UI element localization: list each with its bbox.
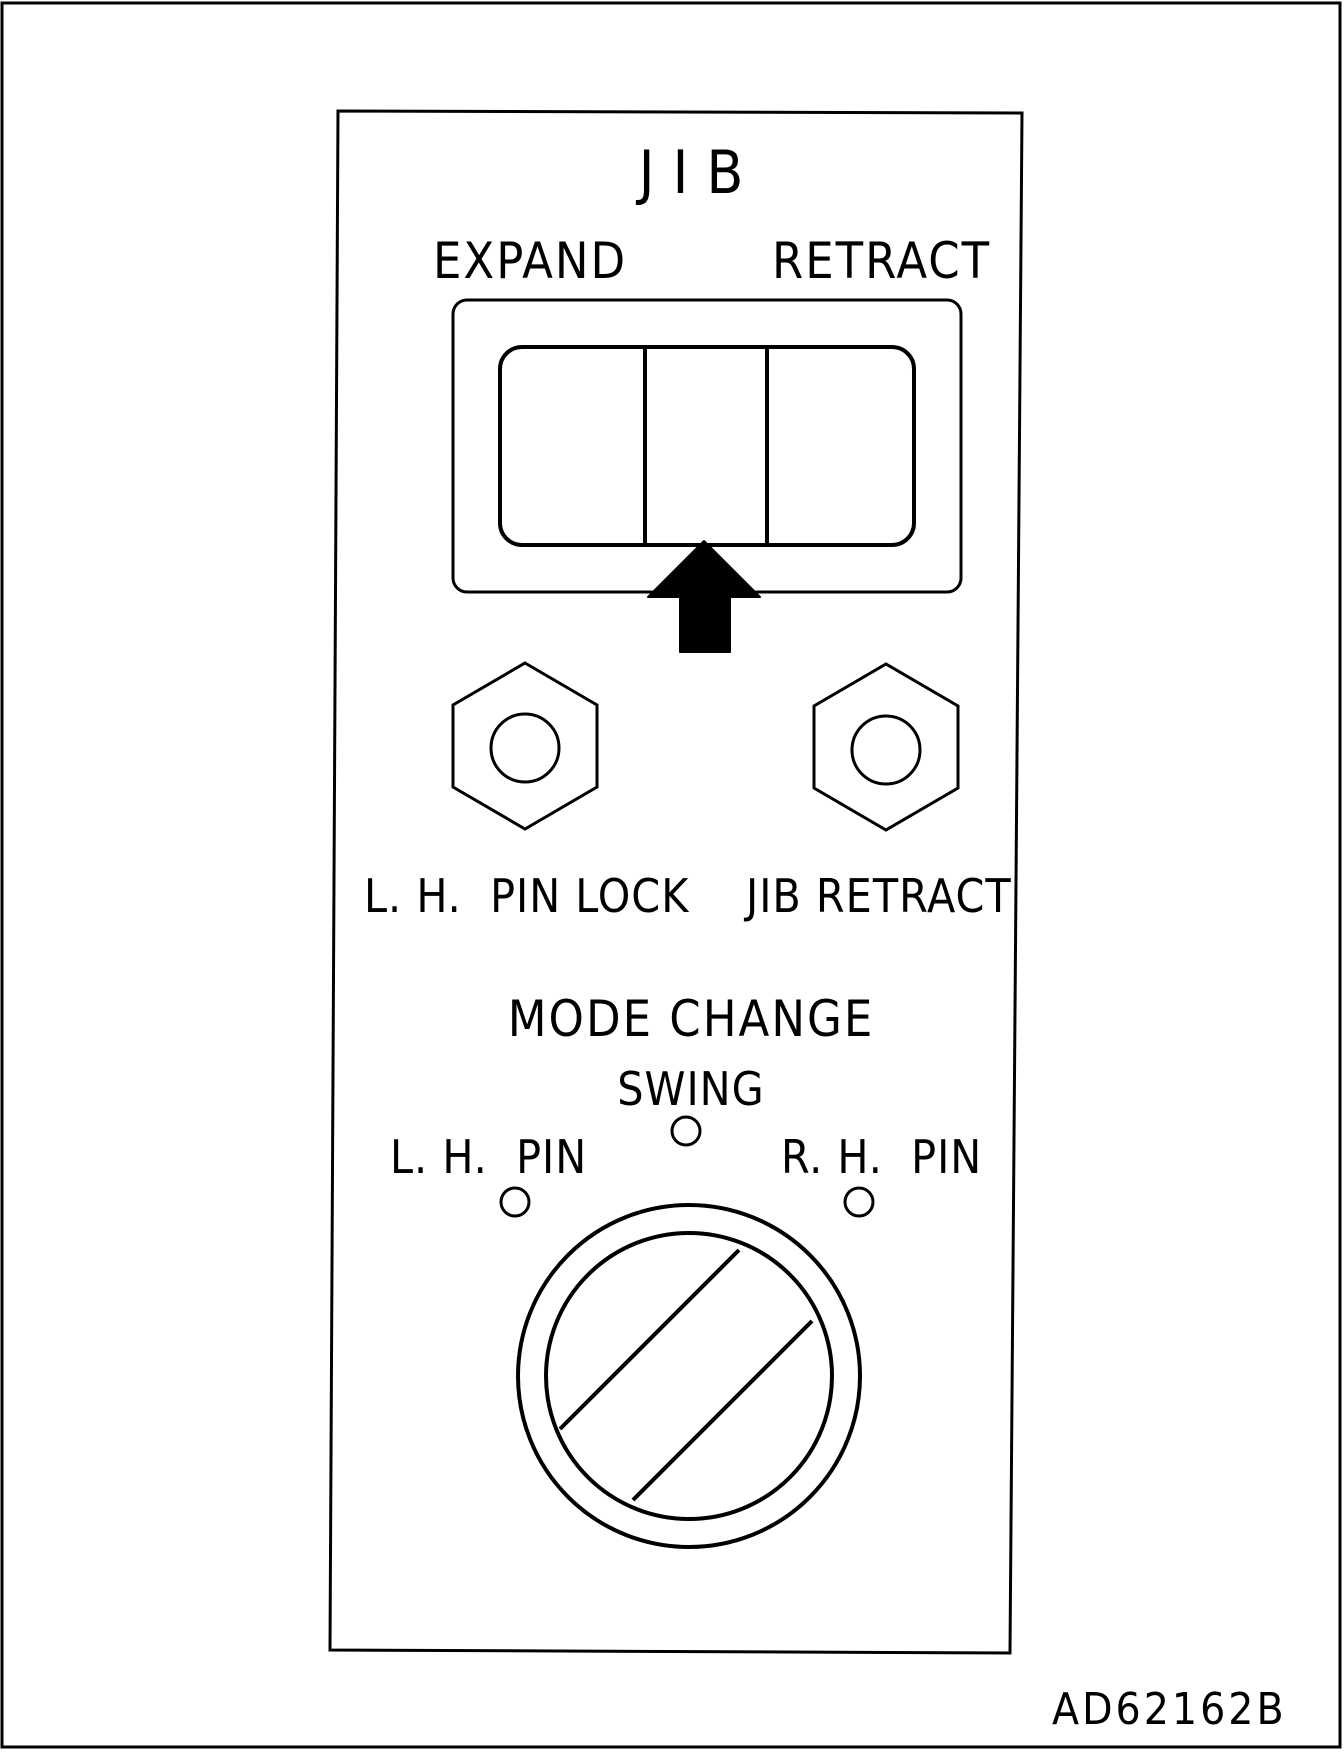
jib-retract-label: JIB RETRACT [743,869,1012,923]
panel-title: JIB [636,138,762,208]
jib-rocker-switch[interactable] [498,345,916,547]
lh-pin-label: L. H. PIN [390,1130,587,1184]
pin-lock-label: L. H. PIN LOCK [364,869,690,923]
swing-position-dot [670,1115,702,1147]
rh-pin-position-dot [843,1186,875,1218]
expand-label: EXPAND [433,232,627,290]
rocker-switch-body[interactable] [498,345,916,547]
knob-grip-line [558,1248,741,1431]
pointer-arrow-icon [647,540,761,653]
swing-label: SWING [617,1062,764,1116]
mode-change-rotary-knob[interactable] [516,1203,862,1549]
hex-nut-icon [812,662,960,832]
lamp-lens-icon [489,712,561,784]
knob-grip-line [631,1319,814,1502]
pin-lock-lamp [451,661,599,831]
mode-change-title: MODE CHANGE [508,990,875,1048]
panel-plate [328,109,1024,1655]
retract-label: RETRACT [772,232,991,290]
hex-nut-icon [451,661,599,831]
rh-pin-label: R. H. PIN [781,1130,982,1184]
knob-inner-ring[interactable] [544,1231,834,1521]
knob-outer-ring[interactable] [516,1203,862,1549]
lh-pin-position-dot [499,1186,531,1218]
figure-reference: AD62162B [1052,1684,1287,1735]
lamp-lens-icon [850,714,922,786]
jib-retract-lamp [812,662,960,832]
